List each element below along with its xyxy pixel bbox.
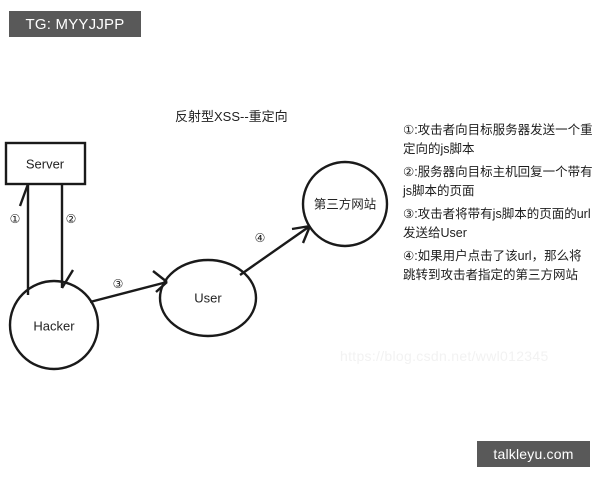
node-server-shape <box>4 141 87 186</box>
edge-4-arrowhead-barb <box>301 225 312 244</box>
node-hacker-label: Hacker <box>33 318 75 334</box>
edge-3-label: ③ <box>112 277 124 291</box>
edge-4-label: ④ <box>254 231 266 245</box>
node-hacker-shape <box>8 279 100 371</box>
edge-1-label: ① <box>9 212 21 226</box>
watermark: https://blog.csdn.net/wwl012345 <box>340 348 549 364</box>
node-server-label: Server <box>25 156 65 172</box>
diagram-title: 反射型XSS--重定向 <box>175 109 288 124</box>
edge-2-arrowhead <box>60 269 75 289</box>
notes-list: ①:攻击者向目标服务器发送一个重定向的js脚本 ②:服务器向目标主机回复一个带有… <box>403 121 593 289</box>
note-item-2: ②:服务器向目标主机回复一个带有js脚本的页面 <box>403 165 593 198</box>
edge-3-arrowhead-barb <box>155 281 168 293</box>
edge-3-line <box>89 280 168 304</box>
edge-4-arrowhead <box>291 224 311 231</box>
edge-4-line <box>239 225 311 276</box>
site-domain-badge: talkleyu.com <box>477 441 590 467</box>
note-item-1: ①:攻击者向目标服务器发送一个重定向的js脚本 <box>403 123 593 156</box>
node-third-party-shape <box>301 160 389 248</box>
node-user-label: User <box>194 290 222 306</box>
note-item-4: ④:如果用户点击了该url，那么将跳转到攻击者指定的第三方网站 <box>403 249 582 282</box>
note-item-3: ③:攻击者将带有js脚本的页面的url发送给User <box>403 207 591 240</box>
telegram-handle-badge: TG: MYYJJPP <box>9 11 141 37</box>
edge-1-arrowhead <box>18 183 30 207</box>
node-third-party-label: 第三方网站 <box>313 197 377 212</box>
edge-2-label: ② <box>65 212 77 226</box>
node-user-shape <box>158 258 258 338</box>
edge-3-arrowhead <box>152 270 168 283</box>
